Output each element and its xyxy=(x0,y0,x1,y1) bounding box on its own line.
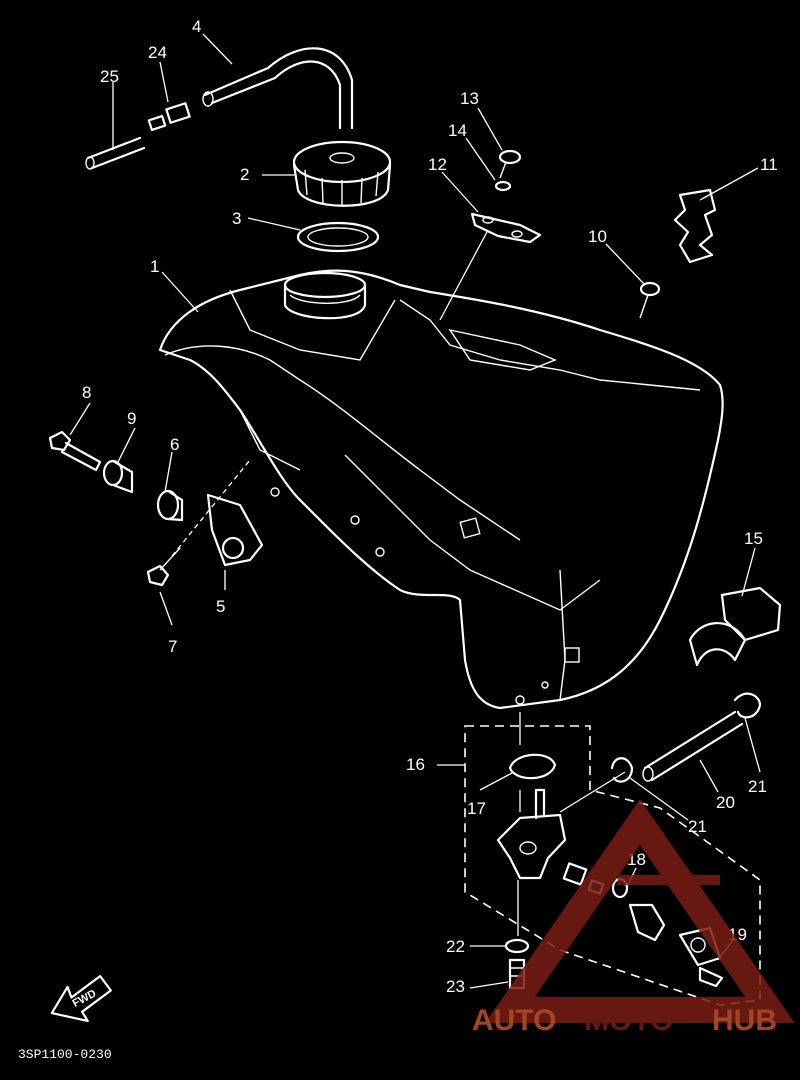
mount-bolt-7 xyxy=(146,547,181,587)
callout-10: 10 xyxy=(588,227,607,246)
callout-5: 5 xyxy=(216,597,225,616)
callout-8: 8 xyxy=(82,383,91,402)
callout-21-center: 21 xyxy=(688,817,707,836)
mount-bracket xyxy=(206,493,264,567)
forward-direction-arrow: FWD xyxy=(50,975,112,1023)
bracket-washer xyxy=(494,180,512,192)
mount-bracket-hole xyxy=(221,536,245,560)
breather-hose-end xyxy=(202,91,214,107)
callout-1: 1 xyxy=(150,257,159,276)
mount-bolt-8 xyxy=(48,430,102,472)
callout-7: 7 xyxy=(168,637,177,656)
check-valve xyxy=(147,102,191,132)
forward-direction-label: FWD xyxy=(71,988,99,1010)
watermark-logo: AUTO MOTO HUB xyxy=(472,799,795,1037)
callout-25: 25 xyxy=(100,67,119,86)
watermark-text-hub: HUB xyxy=(712,1004,777,1037)
tank-bracket-top xyxy=(470,212,542,244)
watermark-text-moto: MOTO xyxy=(584,1004,673,1037)
callout-4: 4 xyxy=(192,17,201,36)
fuel-tank xyxy=(158,269,724,710)
drain-hose xyxy=(86,136,146,170)
bracket-screw xyxy=(498,149,522,179)
tank-damper xyxy=(688,586,782,667)
callout-20: 20 xyxy=(716,793,735,812)
callout-21-right: 21 xyxy=(748,777,767,796)
callout-17: 17 xyxy=(467,799,486,818)
mount-collar xyxy=(102,459,134,494)
fuel-cock-gasket xyxy=(508,753,557,780)
callout-3: 3 xyxy=(232,209,241,228)
breather-hose xyxy=(203,47,354,130)
callout-2: 2 xyxy=(240,165,249,184)
mount-damper xyxy=(156,489,184,522)
callout-11: 11 xyxy=(760,155,778,174)
callout-23: 23 xyxy=(446,977,465,996)
callout-9: 9 xyxy=(127,409,136,428)
callout-22: 22 xyxy=(446,937,465,956)
tank-band xyxy=(673,188,717,264)
callout-14: 14 xyxy=(448,121,467,140)
cap-gasket-inner xyxy=(307,227,369,247)
callout-24: 24 xyxy=(148,43,167,62)
mount-centerline xyxy=(171,459,251,557)
hose-clip-b xyxy=(610,757,634,783)
callout-12: 12 xyxy=(428,155,447,174)
fuel-cock-centerline xyxy=(517,712,521,936)
hose-centerline xyxy=(559,771,626,813)
fuel-cock xyxy=(496,788,567,880)
watermark-triangle xyxy=(485,799,795,1023)
breather-hose-inner xyxy=(210,60,342,130)
tank-screw xyxy=(639,281,661,319)
cap-gasket xyxy=(296,221,380,253)
fuel-hose xyxy=(642,710,744,782)
watermark-text-auto: AUTO xyxy=(472,1004,556,1037)
callout-13: 13 xyxy=(460,89,479,108)
fuel-cock-group-outline xyxy=(464,725,761,1006)
callout-15: 15 xyxy=(744,529,763,548)
drain-hose-end xyxy=(85,156,95,170)
callout-labels: 1 2 3 4 5 6 7 8 9 10 11 12 13 14 15 16 1… xyxy=(82,17,778,996)
drawing-code: 3SP1100-0230 xyxy=(18,1047,112,1062)
tank-cap xyxy=(292,140,392,207)
drain-washer xyxy=(504,938,530,954)
callout-16: 16 xyxy=(406,755,425,774)
hose-clip-a xyxy=(733,692,762,719)
callout-6: 6 xyxy=(170,435,179,454)
